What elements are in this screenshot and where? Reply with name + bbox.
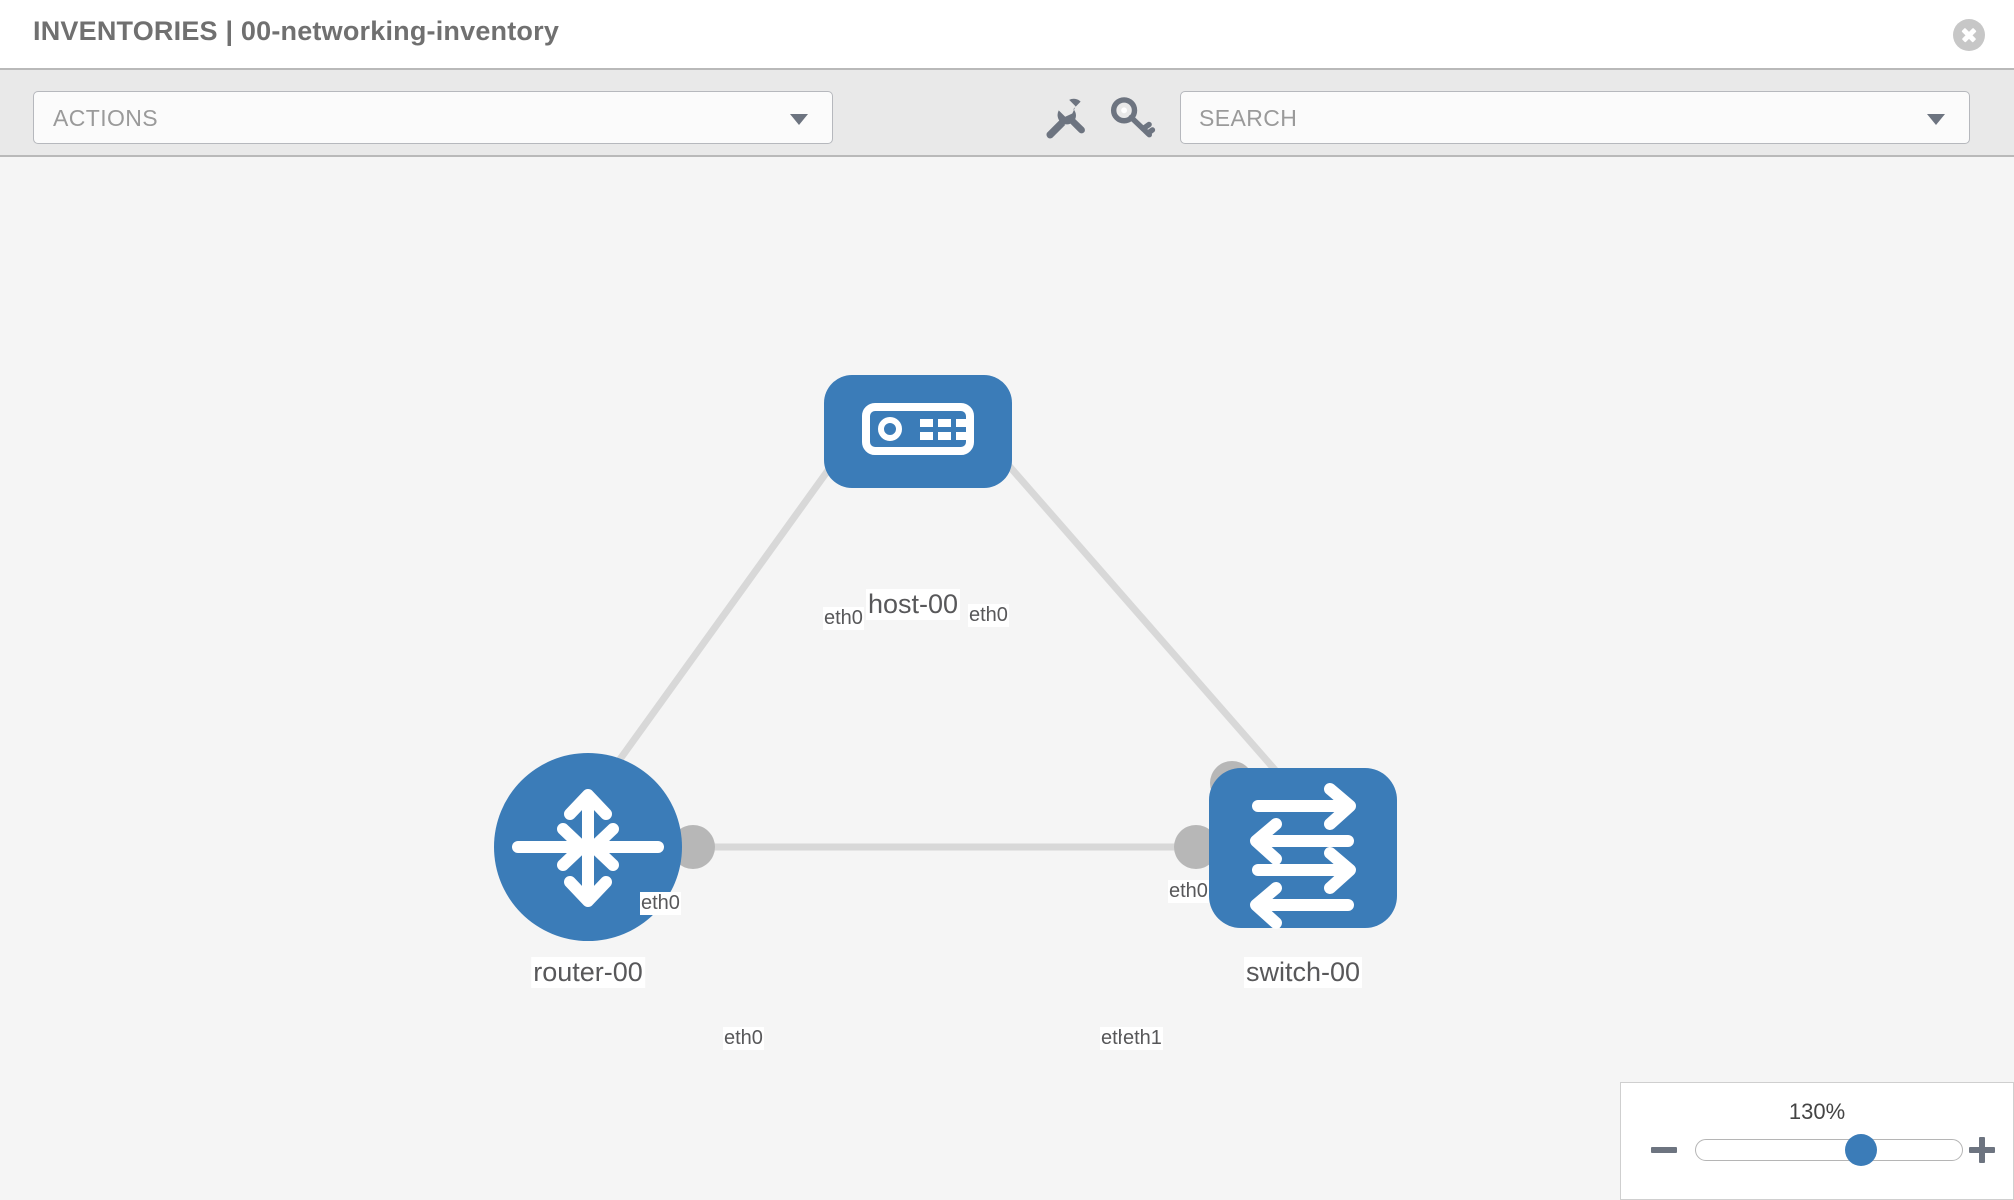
iface-label-switch00-uplink: eth0 <box>1168 880 1209 903</box>
close-icon[interactable] <box>1953 19 1985 51</box>
search-chevron-down-icon <box>1927 113 1945 125</box>
router-arrows-icon <box>512 789 664 907</box>
wrench-icon[interactable] <box>1040 92 1090 142</box>
iface-label-switch00-eth1: eth1 <box>1122 1027 1163 1050</box>
topology-graph <box>494 375 1397 941</box>
zoom-slider[interactable] <box>1695 1134 1963 1166</box>
node-label-router-00: router-00 <box>531 957 645 988</box>
node-switch-00[interactable] <box>1209 768 1397 929</box>
node-label-switch-00: switch-00 <box>1243 957 1363 988</box>
page-header: INVENTORIES | 00-networking-inventory <box>0 0 2014 68</box>
zoom-slider-thumb[interactable] <box>1844 1134 1877 1166</box>
iface-label-host00-left: eth0 <box>823 607 864 630</box>
key-icon-svg <box>1110 97 1156 138</box>
node-host-00[interactable] <box>824 375 1012 488</box>
connector-router00-a[interactable] <box>671 825 715 869</box>
server-icon <box>862 403 974 455</box>
search-placeholder: SEARCH <box>1199 105 1298 131</box>
key-icon[interactable] <box>1107 92 1157 142</box>
actions-dropdown[interactable]: ACTIONS <box>33 91 833 144</box>
node-label-host-00: host-00 <box>865 589 961 620</box>
node-host-00-shape[interactable] <box>824 375 1012 488</box>
zoom-percent-label: 130% <box>1788 1099 1846 1124</box>
topology-canvas[interactable]: host-00 router-00 switch-00 eth0 eth0 et… <box>0 157 2014 1200</box>
actions-dropdown-label: ACTIONS <box>53 105 159 131</box>
wrench-icon-svg <box>1046 98 1085 139</box>
iface-label-router00-uplink: eth0 <box>640 892 681 915</box>
search-input[interactable]: SEARCH <box>1180 91 1970 144</box>
switch-arrows-icon <box>1250 783 1356 929</box>
iface-label-router00-eth0: eth0 <box>723 1027 764 1050</box>
zoom-in-button[interactable] <box>1967 1135 1997 1165</box>
connector-switch00-b[interactable] <box>1174 825 1218 869</box>
toolbar: ACTIONS SEARCH <box>0 68 2014 157</box>
node-router-00[interactable] <box>494 753 682 941</box>
page-title: INVENTORIES | 00-networking-inventory <box>33 16 560 46</box>
chevron-down-icon <box>790 113 808 125</box>
zoom-control-panel: 130% <box>1620 1082 2014 1200</box>
zoom-out-button[interactable] <box>1649 1135 1679 1165</box>
iface-label-host00-right: eth0 <box>968 604 1009 627</box>
